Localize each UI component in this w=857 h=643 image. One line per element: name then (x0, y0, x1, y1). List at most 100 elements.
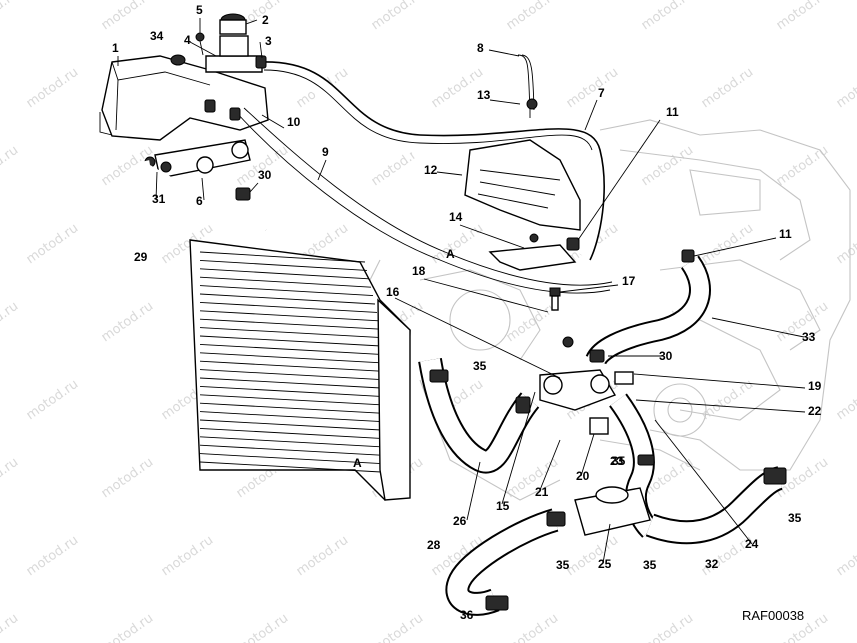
leader-line (245, 19, 258, 25)
radiator-fin (199, 343, 382, 355)
callout-21: 21 (535, 485, 549, 499)
leader-line (394, 297, 561, 379)
radiator-fin (199, 427, 382, 439)
leader-line (261, 114, 285, 129)
callout-29: 29 (134, 250, 148, 264)
callout-2: 2 (262, 13, 269, 27)
callout-30: 30 (659, 349, 673, 363)
hose-32 (645, 466, 784, 545)
radiator-fin (199, 453, 382, 465)
leader-line (711, 317, 805, 338)
watermark-text: motod.ru (834, 65, 857, 111)
radiator-fin (199, 327, 382, 339)
radiator-fin (199, 310, 380, 322)
watermark-text: motod.ru (504, 611, 561, 643)
callout-32: 32 (705, 557, 719, 571)
callout-9: 9 (322, 145, 329, 159)
radiator-fin (199, 394, 382, 406)
vent-screw (517, 54, 538, 118)
callout-36: 36 (460, 608, 474, 622)
hose-clamps (204, 55, 787, 611)
hose-26 (418, 357, 540, 474)
callout-35: 35 (643, 558, 657, 572)
leader-line (693, 237, 777, 257)
radiator-fin (199, 402, 382, 414)
watermark-text: motod.ru (639, 0, 696, 33)
callout-15: 15 (496, 499, 510, 513)
callout-1: 1 (112, 41, 119, 55)
callout-35: 35 (788, 511, 802, 525)
watermark-text: motod.ru (0, 143, 21, 189)
leader-line (633, 373, 806, 389)
filler-cap-assembly (170, 13, 263, 73)
watermark-text: motod.ru (639, 143, 696, 189)
callout-19: 19 (808, 379, 822, 393)
bolt-17 (549, 287, 561, 311)
callout-24: 24 (745, 537, 759, 551)
watermark-text: motod.ru (24, 221, 81, 267)
radiator (189, 239, 411, 501)
leader-line (489, 99, 521, 105)
watermark-text: motod.ru (0, 0, 21, 33)
watermark-text: motod.ru (774, 143, 831, 189)
radiator-fin (199, 436, 382, 448)
watermark-text: motod.ru (564, 533, 621, 579)
callout-5: 5 (196, 3, 203, 17)
watermark-text: motod.ru (99, 611, 156, 643)
callout-28: 28 (427, 538, 441, 552)
leader-line (488, 49, 520, 57)
radiator-fin (199, 419, 382, 431)
callout-16: 16 (386, 285, 400, 299)
radiator-fin (199, 301, 378, 313)
radiator-fin (199, 276, 372, 288)
radiator-fin (199, 360, 382, 372)
callout-6: 6 (196, 194, 203, 208)
leader-line (539, 439, 561, 491)
watermark-text: motod.ru (504, 0, 561, 33)
leader-line (459, 224, 525, 249)
leader-line (155, 171, 158, 201)
radiator-fin (199, 461, 382, 473)
watermark-text: motod.ru (99, 455, 156, 501)
watermark-text: motod.ru (294, 533, 351, 579)
bracket (488, 233, 577, 271)
leader-line (259, 41, 263, 59)
callout-22: 22 (808, 404, 822, 418)
watermark-text: motod.ru (24, 377, 81, 423)
watermark-text: motod.ru (0, 299, 21, 345)
leader-line (559, 284, 619, 293)
callout-35: 35 (556, 558, 570, 572)
leader-line (201, 177, 205, 201)
callout-35: 35 (473, 359, 487, 373)
watermark-text: motod.ru (0, 611, 21, 643)
radiator-fin (199, 268, 370, 280)
watermark-text: motod.ru (99, 0, 156, 33)
radiator-fin (199, 369, 382, 381)
radiator-fin (199, 377, 382, 389)
reference-code: RAF00038 (742, 608, 804, 623)
callout-34: 34 (150, 29, 164, 43)
thermostat-cover (464, 139, 581, 231)
callout-31: 31 (152, 192, 166, 206)
leader-line (602, 523, 611, 564)
callout-3: 3 (265, 34, 272, 48)
radiator-fin (199, 293, 376, 305)
leader-line (654, 419, 753, 545)
engine-ghost-outline (359, 119, 851, 501)
watermark-text: motod.ru (99, 299, 156, 345)
callout-4: 4 (184, 33, 191, 47)
expansion-tank (99, 55, 269, 141)
radiator-fins (199, 251, 382, 473)
callout-18: 18 (412, 264, 426, 278)
callout-A: A (446, 247, 455, 261)
leader-line (423, 278, 549, 313)
callout-7: 7 (598, 86, 605, 100)
radiator-fin (199, 385, 382, 397)
watermark-text: motod.ru (834, 533, 857, 579)
callout-11: 11 (666, 105, 679, 119)
callout-33: 33 (802, 330, 816, 344)
leader-line (436, 171, 463, 176)
callout-A: A (353, 456, 362, 470)
t-junction-manifold (539, 336, 634, 435)
watermark-text: motod.ru (699, 65, 756, 111)
